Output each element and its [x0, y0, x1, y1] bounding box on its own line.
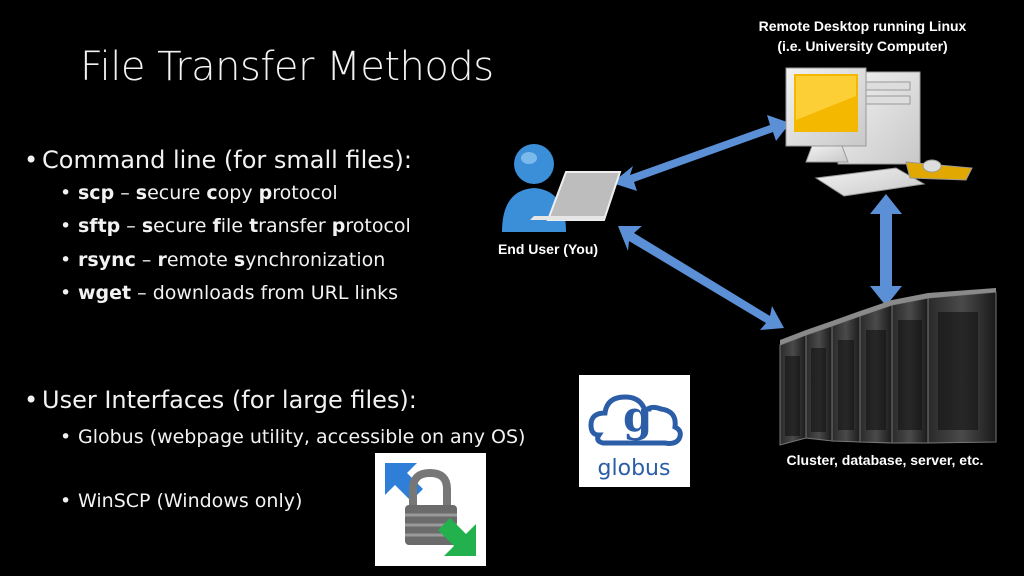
text: – [135, 249, 158, 271]
user-interfaces-heading: •User Interfaces (for large files): [24, 386, 417, 414]
command-line-heading: •Command line (for small files): [24, 146, 412, 174]
text: rotocol [272, 182, 338, 204]
server-rack-icon [779, 288, 997, 446]
end-user-icon [502, 144, 622, 232]
text: ecure [147, 182, 207, 204]
bold-text: scp [78, 182, 115, 204]
text: – downloads from URL links [131, 282, 399, 304]
bullet-icon: • [60, 282, 72, 304]
winscp-logo [375, 453, 486, 566]
globus-letter: g [623, 392, 652, 441]
bold-text: p [258, 182, 273, 204]
text: – [120, 215, 142, 237]
bullet-icon: • [24, 386, 39, 414]
text: ile [220, 215, 250, 237]
text: rotocol [345, 215, 411, 237]
text: ecure [153, 215, 213, 237]
bold-text: t [249, 215, 259, 237]
mouse [922, 159, 942, 173]
cloud-icon [588, 394, 683, 446]
bold-text: r [157, 249, 167, 271]
bullet-icon: • [24, 146, 39, 174]
bold-text: s [141, 215, 154, 237]
slide-title: File Transfer Methods [80, 44, 494, 90]
bold-text: s [135, 182, 148, 204]
globus-wordmark: globus [598, 456, 671, 481]
bullet-icon: • [60, 182, 72, 204]
cluster-label: Cluster, database, server, etc. [786, 452, 984, 468]
bullet-icon: • [60, 426, 72, 448]
globus-logo: g globus [579, 375, 690, 487]
command-line-item: • sftp – secure file transfer protocol [60, 215, 411, 237]
text: opy [217, 182, 259, 204]
bold-text: sftp [78, 215, 121, 237]
command-line-item: • wget – downloads from URL links [60, 282, 398, 304]
bold-text: p [331, 215, 346, 237]
text: ynchronization [245, 249, 386, 271]
ui-item-winscp: •WinSCP (Windows only) [60, 490, 303, 512]
bold-text: wget [78, 282, 132, 304]
desktop-computer-icon [785, 67, 973, 197]
command-line-item: • rsync – remote synchronization [60, 249, 385, 271]
text: ransfer [258, 215, 332, 237]
keyboard [814, 167, 926, 197]
command-line-item: • scp – secure copy protocol [60, 182, 338, 204]
arrow-user-remote [612, 115, 790, 191]
laptop-icon [546, 171, 622, 221]
arrow-remote-cluster [870, 194, 902, 306]
end-user-label: End User (You) [497, 241, 599, 257]
bold-text: s [233, 249, 246, 271]
bullet-icon: • [60, 215, 72, 237]
arrow-down-right-icon [438, 518, 476, 556]
bold-text: rsync [78, 249, 136, 271]
arrow-user-cluster [618, 226, 784, 330]
bold-text: c [206, 182, 218, 204]
text: emote [166, 249, 234, 271]
ui-item-globus: •Globus (webpage utility, accessible on … [60, 426, 526, 448]
lock-shackle-icon [409, 468, 451, 505]
bullet-icon: • [60, 249, 72, 271]
bullet-icon: • [60, 490, 72, 512]
remote-desktop-label: Remote Desktop running Linux (i.e. Unive… [758, 18, 967, 54]
text: – [114, 182, 136, 204]
bold-text: f [212, 215, 221, 237]
mousepad [905, 161, 973, 181]
